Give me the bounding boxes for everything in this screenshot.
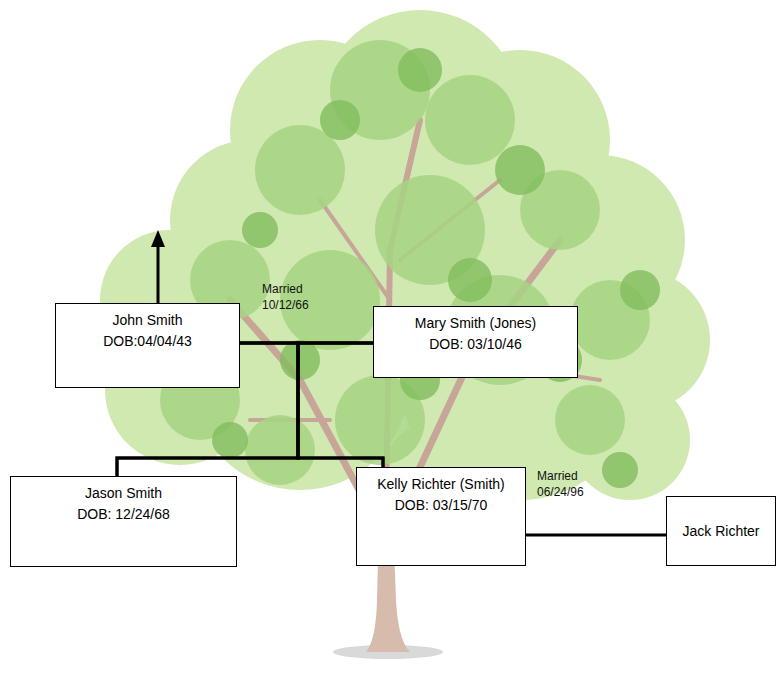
leaf-cluster [212,422,248,458]
leaf-cluster [398,48,442,92]
person-name: Jason Smith [85,483,162,504]
marriage-label: Married 10/12/66 [262,281,309,313]
leaf-cluster [448,258,492,302]
person-box: John SmithDOB:04/04/43 [55,303,240,388]
leaf-cluster [620,270,660,310]
descent-line [298,343,383,467]
marriage-line [526,534,666,537]
birth-date: DOB: 12/24/68 [77,504,170,525]
marriage-label: Married 06/24/96 [537,468,584,500]
tree-branches [230,120,600,540]
person-box: Jack Richter [666,496,776,566]
leaf-cluster [425,75,515,165]
birth-date: DOB: 03/15/70 [395,495,488,516]
leaf-cluster [255,125,345,215]
person-box: Jason SmithDOB: 12/24/68 [10,476,237,567]
descent-line [240,343,383,467]
leaf-cluster [555,385,625,455]
person-name: Mary Smith (Jones) [415,313,536,334]
leaf-cluster [495,145,545,195]
person-box: Mary Smith (Jones)DOB: 03/10/46 [373,306,578,378]
ancestry-arrow-line [157,246,160,303]
leaf-cluster [280,340,320,380]
person-name: Kelly Richter (Smith) [377,474,505,495]
person-box: Kelly Richter (Smith)DOB: 03/15/70 [356,467,526,566]
ancestry-arrow-head [151,230,165,247]
leaf-cluster [245,415,315,485]
birth-date: DOB:04/04/43 [103,331,192,352]
leaf-cluster [242,212,278,248]
leaf-cluster [602,452,638,488]
tree-foliage-dark [212,48,660,488]
leaf-cluster [320,100,360,140]
person-name: John Smith [112,310,182,331]
tree-foliage [160,40,650,485]
person-name: Jack Richter [682,521,759,542]
tree-canopy [100,10,710,540]
birth-date: DOB: 03/10/46 [429,334,522,355]
